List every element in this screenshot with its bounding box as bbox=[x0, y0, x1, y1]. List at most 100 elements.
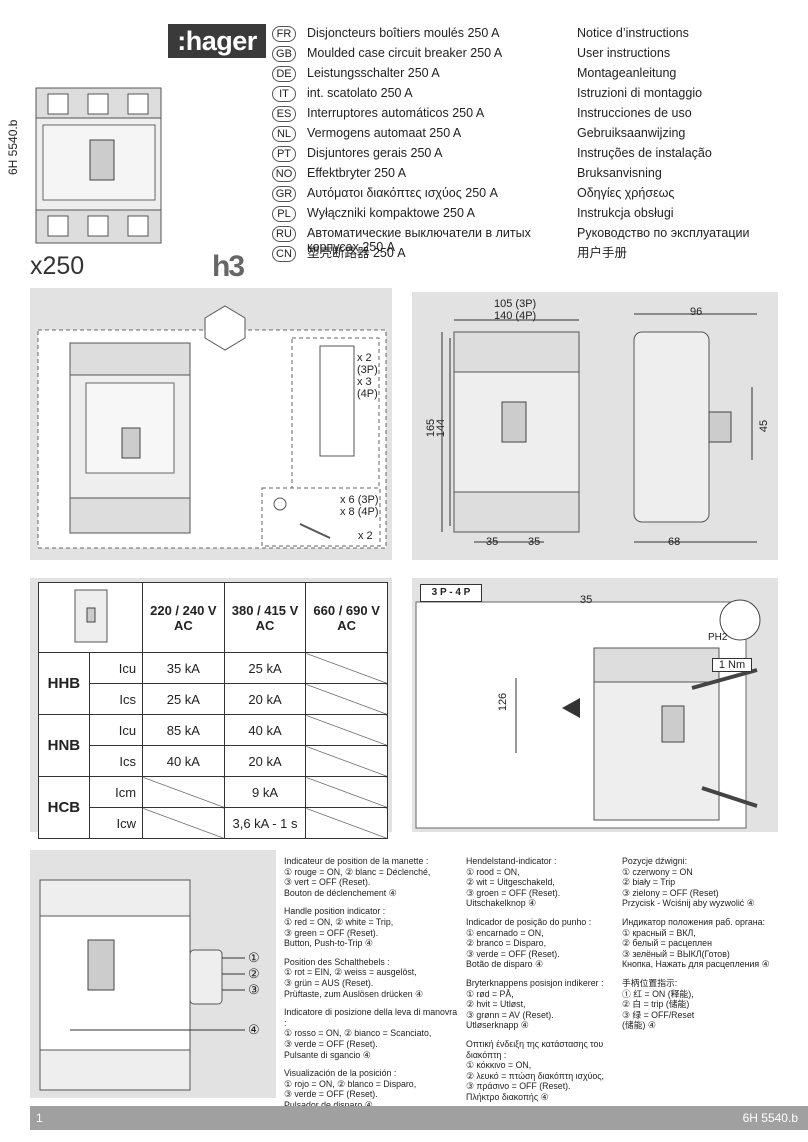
legend-column-1: Indicateur de position de la manette : ①… bbox=[284, 856, 460, 1118]
h3-series-logo: h3 bbox=[212, 250, 245, 283]
legend-paragraph: Indicador de posição do punho : ① encarn… bbox=[466, 916, 592, 970]
dimensions-drawing bbox=[441, 313, 757, 543]
param-label: Ics bbox=[88, 745, 144, 777]
voltage-header-3: 660 / 690 V AC bbox=[305, 582, 388, 653]
rating-cell bbox=[305, 683, 388, 715]
language-code: GR bbox=[272, 186, 296, 202]
dim-base-depth: 68 bbox=[668, 536, 681, 548]
dim-width-4p: 140 (4P) bbox=[494, 310, 537, 322]
footer-page-number: 1 bbox=[36, 1111, 43, 1125]
param-label: Icu bbox=[88, 714, 144, 746]
language-notice: Instrucciones de uso bbox=[577, 106, 692, 120]
language-notice: Руководство по эксплуатации bbox=[577, 226, 750, 240]
language-notice: Οδηγίες χρήσεως bbox=[577, 186, 675, 200]
model-label: x250 bbox=[30, 252, 85, 280]
ratings-panel: 220 / 240 V AC 380 / 415 V AC 660 / 690 … bbox=[30, 578, 392, 839]
language-code: FR bbox=[272, 26, 296, 42]
mount-height: 126 bbox=[497, 692, 510, 712]
language-product: Moulded case circuit breaker 250 A bbox=[307, 46, 503, 60]
rating-cell bbox=[142, 776, 225, 808]
legend-paragraph: Индикатор положения раб. органа: ① красн… bbox=[622, 916, 770, 970]
rating-cell bbox=[305, 745, 388, 777]
rating-cell: 20 kA bbox=[223, 745, 307, 777]
dim-depth: 96 bbox=[690, 306, 703, 318]
language-code: DE bbox=[272, 66, 296, 82]
rating-cell: 20 kA bbox=[223, 683, 307, 715]
rating-cell: 40 kA bbox=[142, 745, 225, 777]
rating-cell: 85 kA bbox=[142, 714, 225, 746]
brand-text: : bbox=[177, 26, 186, 56]
dimensions-panel: 105 (3P) 140 (4P) 96 165 144 45 35 35 68 bbox=[412, 292, 778, 560]
legend-paragraph: Hendelstand-indicator : ① rood = ON, ② w… bbox=[466, 856, 561, 909]
breaker-group: HNB bbox=[38, 714, 90, 777]
param-label: Icm bbox=[88, 776, 144, 808]
table-icon-cell bbox=[37, 582, 144, 653]
legend-paragraph: Handle position indicator : ① red = ON, … bbox=[284, 906, 394, 949]
legend-paragraph: Οπτική ένδειξη της κατάστασης του διακόπ… bbox=[466, 1038, 604, 1102]
package-contents-drawing bbox=[37, 305, 387, 549]
ratings-table: 220 / 240 V AC 380 / 415 V AC 660 / 690 … bbox=[37, 582, 388, 839]
callout-4: ④ bbox=[248, 1022, 260, 1037]
language-product: Автоматические выключатели в литых корпу… bbox=[307, 226, 531, 254]
language-product: Leistungsschalter 250 A bbox=[307, 66, 440, 80]
callout-2: ② bbox=[248, 966, 260, 981]
language-notice: 用户手册 bbox=[577, 246, 628, 260]
legend-paragraph: Indicateur de position de la manette : ①… bbox=[284, 856, 431, 898]
language-product: Disjoncteurs boîtiers moulés 250 A bbox=[307, 26, 500, 40]
language-list: FR Disjoncteurs boîtiers moulés 250 A Noti… bbox=[272, 26, 808, 276]
language-product: Disjuntores gerais 250 A bbox=[307, 146, 443, 160]
language-notice: Istruzioni di montaggio bbox=[577, 86, 703, 100]
torque-label: 1 Nm bbox=[712, 658, 752, 672]
side-doc-code-text: 6H 5540.b bbox=[6, 119, 20, 175]
language-notice: User instructions bbox=[577, 46, 671, 60]
callout-1: ① bbox=[248, 950, 260, 965]
mounting-panel: 3 P - 4 P 35 126 1 Nm PH2 bbox=[412, 578, 778, 832]
language-notice: Instrukcja obsługi bbox=[577, 206, 674, 220]
indicator-panel: ① ② ③ ④ bbox=[30, 850, 276, 1098]
legend-paragraph: 手柄位置指示: ① 红 = ON (释能), ② 白 = trip (储能) ③… bbox=[622, 977, 695, 1031]
hager-logo: :hager bbox=[168, 24, 266, 58]
language-product: Αυτόματοι διακόπτες ισχύος 250 A bbox=[307, 186, 498, 200]
rating-cell: 25 kA bbox=[223, 652, 307, 684]
legend-paragraph: Position des Schalthebels : ① rot = EIN,… bbox=[284, 956, 423, 999]
language-code: CN bbox=[272, 246, 296, 262]
language-notice: Notice d’instructions bbox=[577, 26, 689, 40]
indicator-drawing bbox=[39, 879, 245, 1091]
language-row: GR Αυτόματοι διακόπτες ισχύος 250 A Οδηγίε… bbox=[272, 186, 808, 206]
language-product: Effektbryter 250 A bbox=[307, 166, 407, 180]
poles-label: 3 P - 4 P bbox=[420, 584, 482, 602]
param-label: Icu bbox=[88, 652, 144, 684]
legend-paragraph: Visualización de la posición : ① rojo = … bbox=[284, 1068, 417, 1110]
table-row: Icw 3,6 kA - 1 s bbox=[39, 807, 388, 839]
legend-paragraph: Indicatore di posizione della leva di ma… bbox=[284, 1007, 458, 1060]
dim-pitch-b: 35 bbox=[528, 536, 541, 548]
language-row: GB Moulded case circuit breaker 250 A User… bbox=[272, 46, 808, 66]
language-notice: Instruções de instalação bbox=[577, 146, 712, 160]
rating-cell: 25 kA bbox=[142, 683, 225, 715]
rating-cell: 9 kA bbox=[223, 776, 307, 808]
rating-cell bbox=[305, 807, 388, 839]
language-row: ES Interruptores automáticos 250 A Instruc… bbox=[272, 106, 808, 126]
language-code: GB bbox=[272, 46, 296, 62]
rating-cell bbox=[305, 714, 388, 746]
rating-cell: 3,6 kA - 1 s bbox=[223, 807, 307, 839]
breaker-product-image bbox=[35, 87, 162, 244]
legend-column-2: Hendelstand-indicator : ① rood = ON, ② w… bbox=[466, 856, 616, 1110]
dim-knob: 45 bbox=[758, 419, 771, 433]
language-product: Wyłączniki kompaktowe 250 A bbox=[307, 206, 476, 220]
language-product: Interruptores automáticos 250 A bbox=[307, 106, 485, 120]
param-label: Icw bbox=[88, 807, 144, 839]
rating-cell bbox=[305, 652, 388, 684]
language-code: ES bbox=[272, 106, 296, 122]
language-product: 塑壳断路器 250 A bbox=[307, 246, 406, 260]
language-row: FR Disjoncteurs boîtiers moulés 250 A Noti… bbox=[272, 26, 808, 46]
